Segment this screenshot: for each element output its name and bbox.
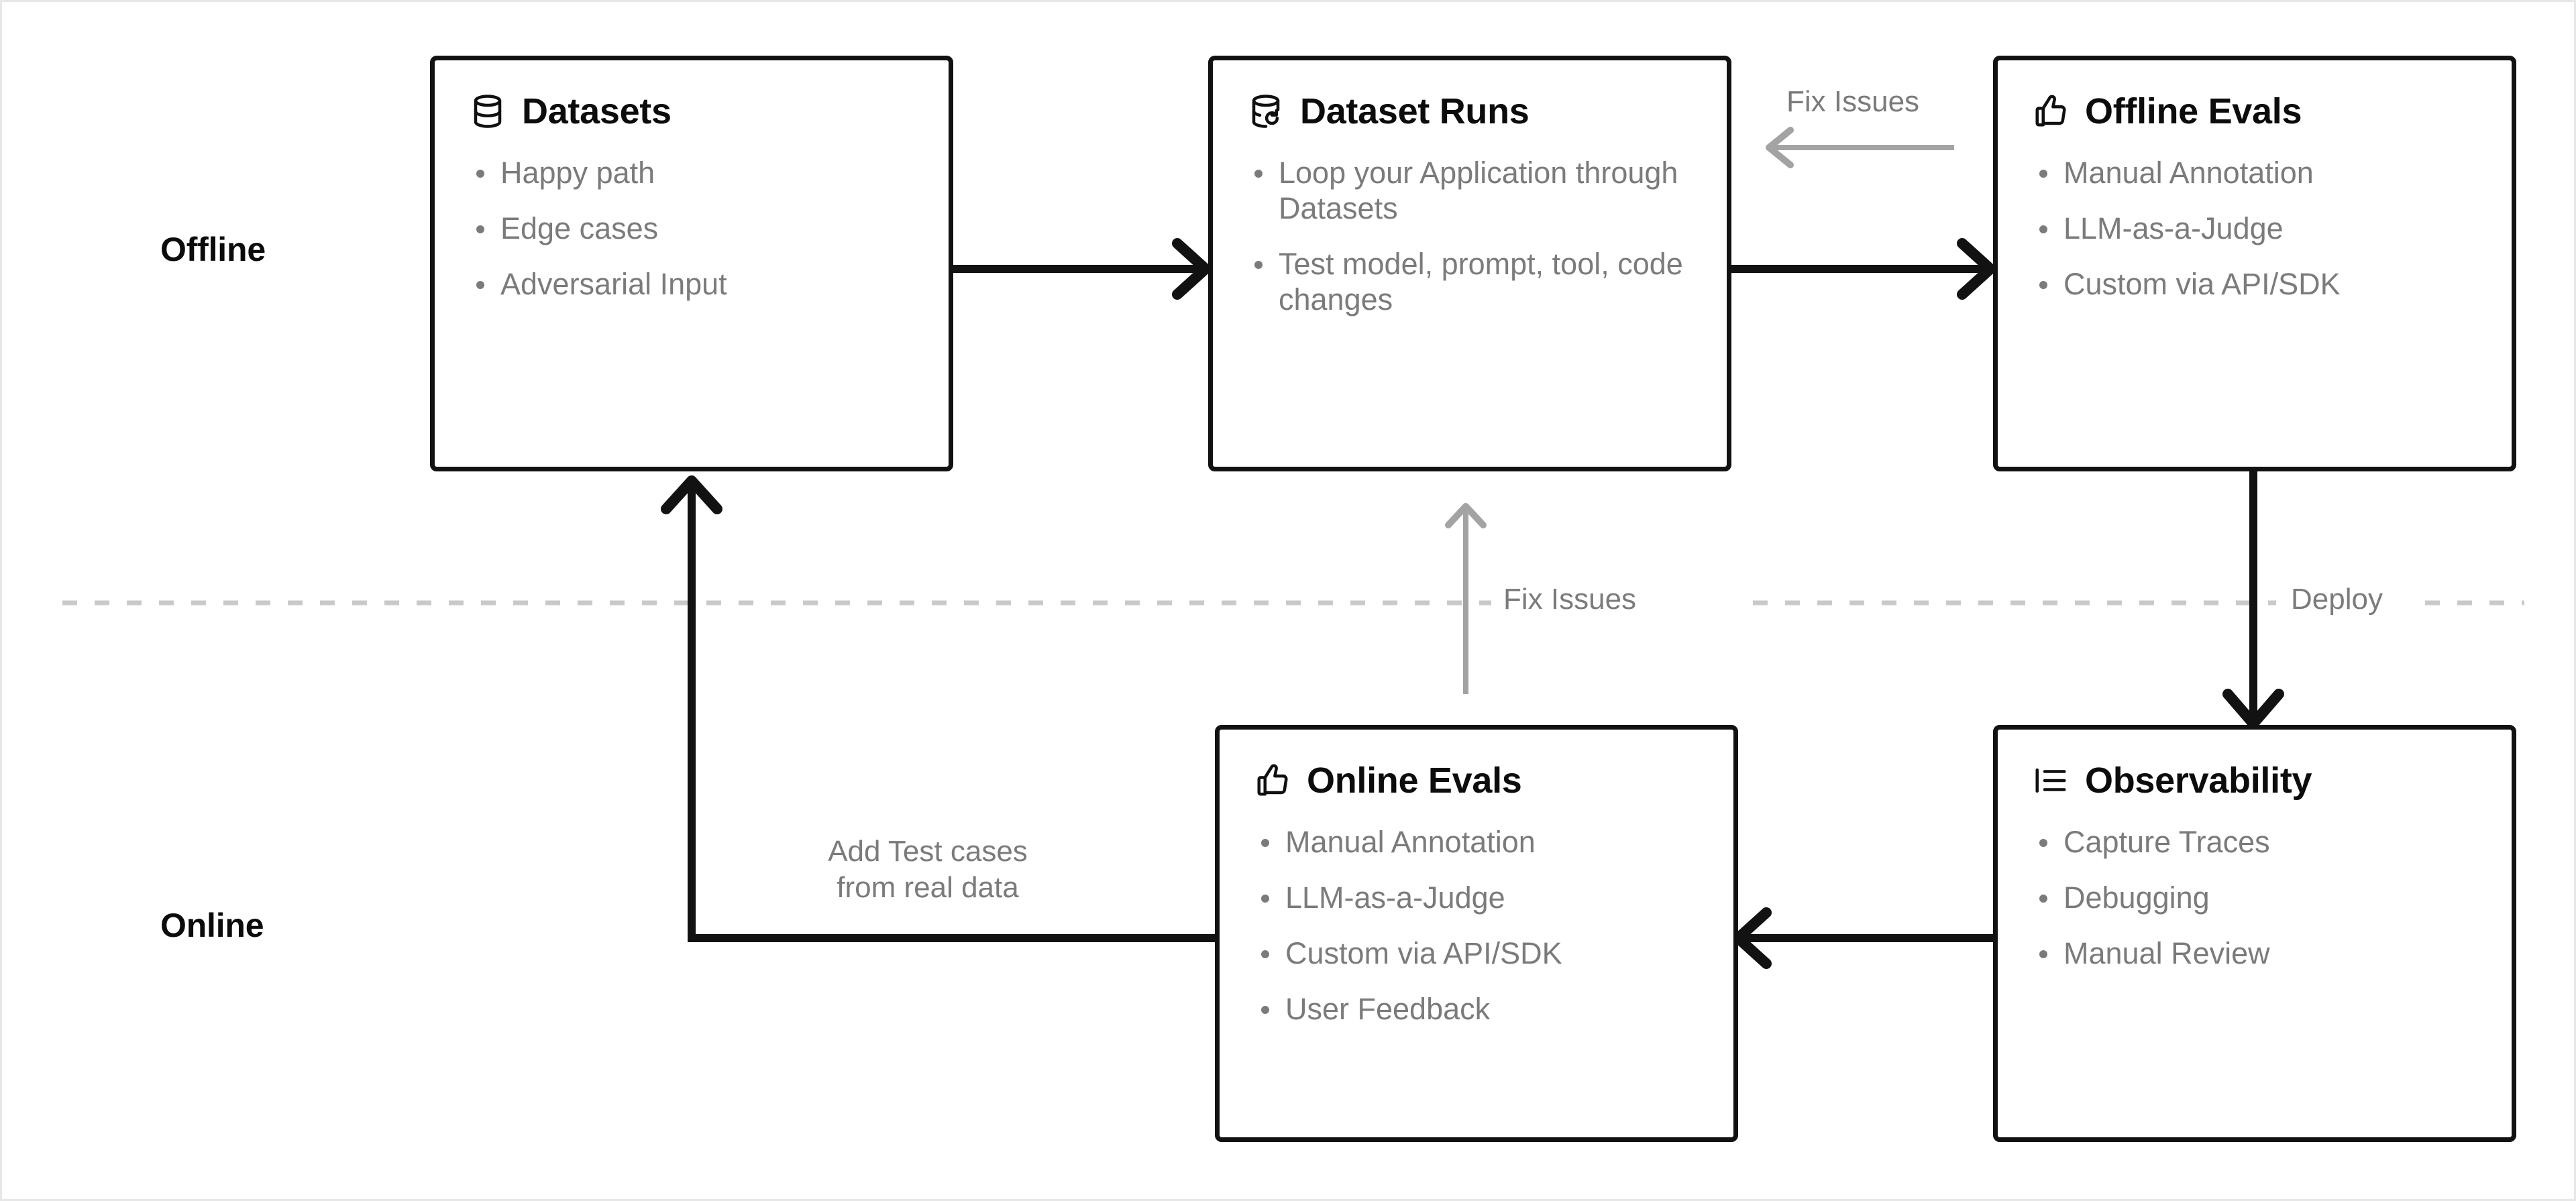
thumbs-up-icon	[2033, 93, 2069, 129]
node-datasets-title: Datasets	[522, 91, 672, 131]
edge-offline-evals-to-observability	[2222, 471, 2284, 729]
node-dataset-runs-bullets: Loop your Application through Datasets T…	[1248, 155, 1692, 317]
node-observability-header: Observability	[2033, 762, 2477, 800]
list-item: Manual Review	[2033, 935, 2477, 971]
node-datasets-header: Datasets	[470, 93, 914, 131]
list-item: Debugging	[2033, 880, 2477, 915]
list-item: Happy path	[470, 155, 914, 190]
lane-label-offline: Offline	[160, 231, 266, 268]
lane-label-online: Online	[160, 907, 264, 944]
node-offline-evals-header: Offline Evals	[2033, 93, 2477, 131]
list-item: Edge cases	[470, 211, 914, 246]
list-item: Loop your Application through Datasets	[1248, 155, 1692, 226]
list-item: Test model, prompt, tool, code changes	[1248, 246, 1692, 317]
node-dataset-runs[interactable]: Dataset Runs Loop your Application throu…	[1208, 56, 1731, 471]
database-refresh-icon	[1248, 93, 1284, 129]
node-datasets-bullets: Happy path Edge cases Adversarial Input	[470, 155, 914, 302]
list-item: LLM-as-a-Judge	[1254, 880, 1699, 915]
edge-online-evals-to-dataset-runs	[1445, 503, 1487, 694]
list-indent-icon	[2033, 762, 2069, 799]
divider-label-deploy: Deploy	[2291, 583, 2383, 616]
edge-datasets-to-dataset-runs	[953, 238, 1211, 300]
node-dataset-runs-title: Dataset Runs	[1300, 91, 1529, 131]
node-offline-evals-title: Offline Evals	[2085, 91, 2302, 131]
node-observability[interactable]: Observability Capture Traces Debugging M…	[1993, 725, 2516, 1142]
list-item: User Feedback	[1254, 991, 1699, 1027]
edge-observability-to-online-evals	[1733, 907, 1993, 969]
node-datasets[interactable]: Datasets Happy path Edge cases Adversari…	[430, 56, 953, 471]
node-online-evals-bullets: Manual Annotation LLM-as-a-Judge Custom …	[1254, 824, 1699, 1027]
node-online-evals[interactable]: Online Evals Manual Annotation LLM-as-a-…	[1215, 725, 1738, 1142]
thumbs-up-icon	[1254, 762, 1291, 799]
node-offline-evals[interactable]: Offline Evals Manual Annotation LLM-as-a…	[1993, 56, 2516, 471]
list-item: Manual Annotation	[2033, 155, 2477, 190]
edge-label-add-test-cases: Add Test cases from real data	[828, 835, 1028, 904]
database-icon	[470, 93, 506, 129]
divider-label-fix-issues: Fix Issues	[1503, 583, 1637, 616]
list-item: Manual Annotation	[1254, 824, 1699, 860]
edge-label-fix-issues-top: Fix Issues	[1786, 85, 1920, 118]
list-item: Capture Traces	[2033, 824, 2477, 860]
node-online-evals-title: Online Evals	[1307, 760, 1522, 801]
node-observability-bullets: Capture Traces Debugging Manual Review	[2033, 824, 2477, 971]
list-item: LLM-as-a-Judge	[2033, 211, 2477, 246]
edge-offline-evals-to-dataset-runs	[1766, 127, 1954, 168]
edge-dataset-runs-to-offline-evals	[1731, 238, 1996, 300]
list-item: Custom via API/SDK	[1254, 935, 1699, 971]
node-dataset-runs-header: Dataset Runs	[1248, 93, 1692, 131]
list-item: Adversarial Input	[470, 266, 914, 302]
node-offline-evals-bullets: Manual Annotation LLM-as-a-Judge Custom …	[2033, 155, 2477, 302]
node-online-evals-header: Online Evals	[1254, 762, 1699, 800]
list-item: Custom via API/SDK	[2033, 266, 2477, 302]
node-observability-title: Observability	[2085, 760, 2312, 801]
